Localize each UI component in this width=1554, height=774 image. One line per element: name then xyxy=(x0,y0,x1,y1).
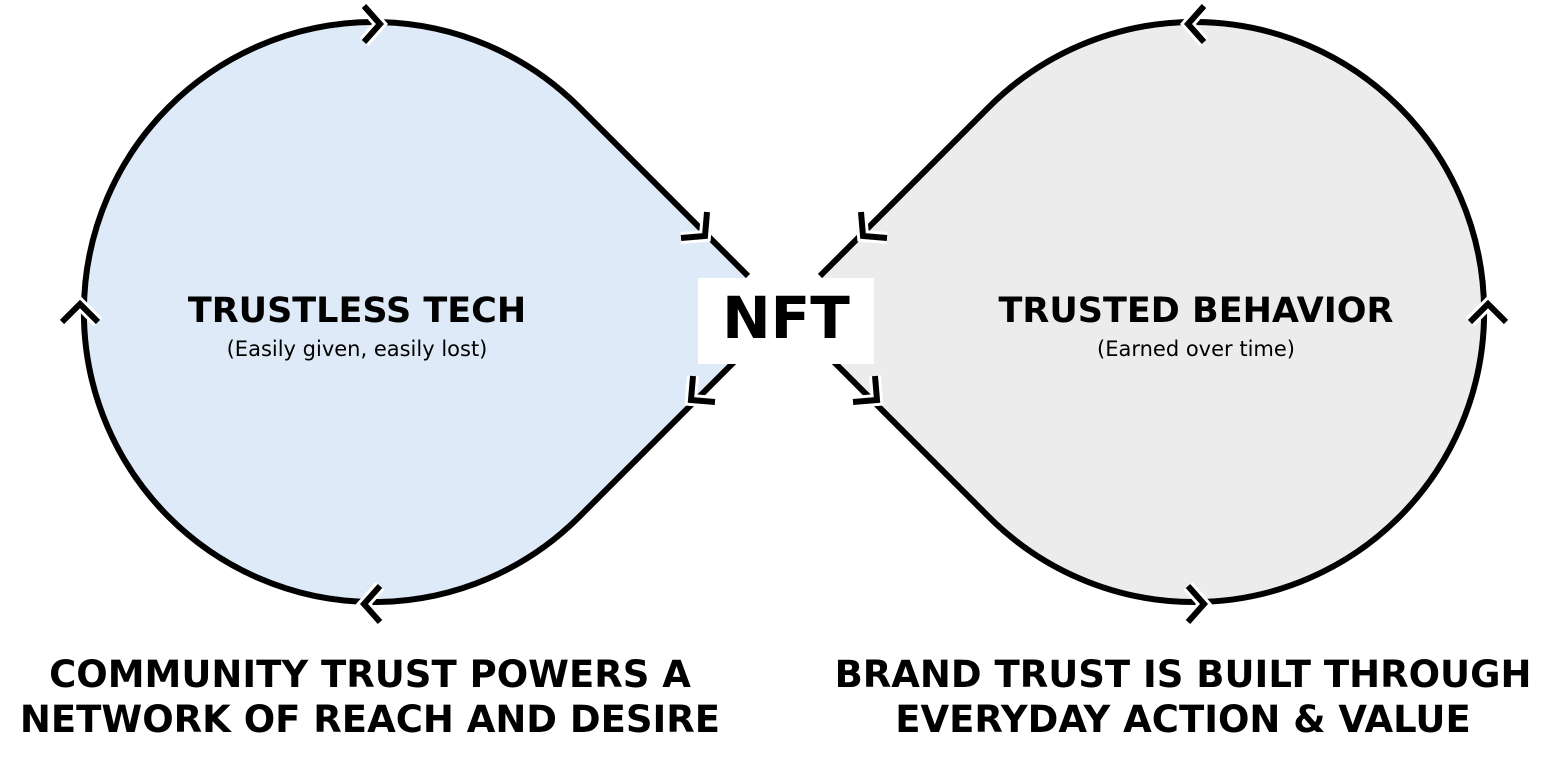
left-caption: COMMUNITY TRUST POWERS A NETWORK OF REAC… xyxy=(0,652,740,742)
chevron-icon xyxy=(855,211,888,244)
right-caption-line-2: EVERYDAY ACTION & VALUE xyxy=(895,698,1471,741)
left-caption-line-2: NETWORK OF REACH AND DESIRE xyxy=(19,698,721,741)
chevron-icon xyxy=(57,295,103,327)
center-label: NFT xyxy=(722,284,850,352)
right-loop-chevrons xyxy=(852,2,1511,626)
chevron-icon xyxy=(1465,295,1511,327)
chevron-icon xyxy=(359,2,389,46)
left-caption-line-1: COMMUNITY TRUST POWERS A xyxy=(49,653,691,696)
chevron-icon xyxy=(1179,2,1209,46)
right-loop-title: TRUSTED BEHAVIOR xyxy=(999,291,1394,331)
chevron-icon xyxy=(1183,582,1213,626)
left-loop-title: TRUSTLESS TECH xyxy=(188,291,526,331)
chevron-icon xyxy=(684,375,716,408)
chevron-icon xyxy=(852,375,884,408)
chevron-icon xyxy=(680,211,713,244)
left-loop-chevrons xyxy=(57,2,716,626)
right-caption: BRAND TRUST IS BUILT THROUGH EVERYDAY AC… xyxy=(812,652,1554,742)
center-box xyxy=(698,278,874,364)
chevron-icon xyxy=(355,582,385,626)
right-caption-line-1: BRAND TRUST IS BUILT THROUGH xyxy=(834,653,1532,696)
left-loop-subtitle: (Easily given, easily lost) xyxy=(227,337,488,361)
right-loop-subtitle: (Earned over time) xyxy=(1097,337,1295,361)
